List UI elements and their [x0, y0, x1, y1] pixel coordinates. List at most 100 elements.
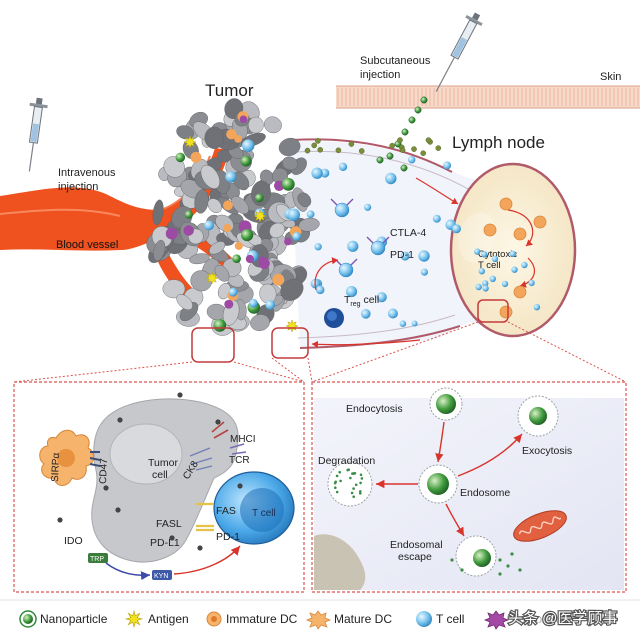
- tcr-label: TCR: [229, 455, 250, 466]
- dendritic-cell-dot: [533, 215, 547, 229]
- particle-dot: [115, 507, 121, 513]
- pdl1-label: PD-L1: [150, 537, 180, 549]
- treg-cell-icon: [324, 308, 344, 328]
- treg-label-sub: reg: [350, 301, 360, 308]
- tumor-infiltrate: [228, 287, 238, 297]
- fas-pd1-connectors: [196, 502, 214, 532]
- nanoparticle-dot: [311, 142, 318, 149]
- legend: Nanoparticle Antigen Immature DC Mature …: [0, 599, 640, 630]
- t-cell-dot: [315, 285, 325, 295]
- nanoparticle-dot: [425, 137, 432, 143]
- lymph-arrow-1: [507, 209, 534, 247]
- tumor-infiltrate: [224, 299, 234, 309]
- degraded-fragment: [353, 471, 357, 475]
- pd1-label-panel: PD-1: [216, 531, 240, 543]
- nanoparticle-dot: [358, 148, 365, 154]
- lymph-t-cell-dot: [509, 250, 517, 258]
- legend-tcell-label: T cell: [436, 612, 464, 626]
- dendritic-cell-icon: [39, 429, 95, 486]
- antigen-star: [205, 271, 219, 285]
- nanoparticle-dot: [317, 146, 324, 153]
- degraded-fragment: [335, 474, 339, 478]
- particle-dot: [117, 417, 123, 423]
- degraded-fragment: [339, 479, 342, 483]
- tumor-infiltrate: [165, 227, 178, 240]
- tumor-infiltrate: [292, 232, 302, 241]
- degraded-fragment: [350, 491, 354, 495]
- tumor-infiltrate: [281, 177, 295, 191]
- lymph-t-cell-dot: [533, 304, 541, 311]
- t-cell-dot: [452, 224, 461, 234]
- t-cell-dot: [420, 268, 428, 276]
- tumor-infiltrate: [272, 273, 285, 286]
- right-detail-panel: [311, 381, 627, 593]
- nanoparticle-dot: [389, 142, 396, 149]
- t-cell-label-panel: T cell: [252, 508, 276, 519]
- t-cell-dot: [306, 210, 315, 219]
- watermark-text: 头条 @医学顾事: [508, 610, 617, 627]
- tumor-infiltrate: [258, 257, 270, 269]
- lymph-zoom-box: [477, 299, 509, 323]
- tumor-cell: [162, 279, 186, 299]
- degraded-fragment: [347, 468, 351, 472]
- nanoparticle-dot: [304, 147, 311, 154]
- subcutaneous-syringe-icon: [435, 12, 483, 92]
- checkpoint-antibody: [330, 198, 354, 206]
- tumor-title: Tumor: [205, 81, 254, 100]
- degradation-vesicle-icon: [327, 461, 373, 507]
- fasl-label: FASL: [156, 518, 182, 530]
- t-cell-dot: [411, 320, 418, 327]
- legend-immature-dc-icon: [206, 611, 222, 627]
- kyn-badge: [152, 570, 172, 580]
- intravenous-label-2: injection: [58, 181, 98, 193]
- tumor-zoom-box: [191, 327, 235, 363]
- subcutaneous-label-2: injection: [360, 69, 400, 81]
- tumor-cell: [190, 270, 212, 292]
- nanoparticle: [400, 164, 408, 172]
- tumor-infiltrate: [232, 254, 241, 263]
- legend-star-shape: [124, 609, 144, 629]
- tumor-infiltrate: [225, 171, 237, 183]
- trp-label: TRP: [90, 556, 104, 563]
- left-detail-panel: [13, 381, 305, 593]
- tumor-cell: [278, 137, 301, 157]
- degraded-fragment: [349, 476, 352, 480]
- pd1-label-top: PD-1: [390, 249, 414, 261]
- lymph-t-cell-dot: [474, 248, 481, 255]
- tumor-infiltrate: [223, 200, 233, 211]
- checkpoint-t-cell: [370, 240, 386, 256]
- nanoparticle-dot: [348, 141, 355, 147]
- escaped-fragment: [498, 558, 502, 562]
- tumor-cell: [264, 116, 282, 134]
- tumor-infiltrate: [223, 223, 232, 233]
- exocytosis-vesicle-icon: [517, 395, 559, 437]
- particle-dot: [57, 517, 63, 523]
- nanoparticle: [401, 128, 409, 136]
- dendritic-cell-dot: [513, 227, 527, 241]
- dendritic-cell-dot: [513, 285, 527, 299]
- escape-vesicle-icon: [450, 535, 522, 577]
- tumor-cell: [176, 294, 193, 311]
- tumor-infiltrate: [226, 129, 237, 140]
- nanoparticle-dot: [399, 147, 406, 153]
- tumor-infiltrate: [204, 220, 214, 231]
- trp-badge: [88, 553, 108, 563]
- t-cell-dot: [376, 292, 387, 303]
- degradation-label: Degradation: [318, 455, 375, 467]
- lymph-arrow-2: [519, 257, 536, 288]
- tumor-cell: [200, 164, 220, 189]
- lymph-t-cell-dot: [511, 266, 518, 273]
- legend-mature-dc-icon: [305, 610, 332, 630]
- cd47-label: CD47: [98, 458, 110, 484]
- tumor-infiltrate: [239, 115, 248, 124]
- escaped-fragment: [498, 572, 502, 576]
- dendritic-cell-dot: [499, 305, 513, 319]
- exocytosis-arrow: [457, 433, 523, 477]
- escape-arrow: [445, 503, 465, 537]
- nanoparticle-dot: [335, 147, 342, 154]
- ctla4-label: CTLA-4: [390, 227, 426, 239]
- tumor-cell: [250, 314, 270, 331]
- t-cell-dot: [399, 320, 407, 328]
- tumor-infiltrate: [242, 139, 255, 152]
- lymph-outflow-arrow: [311, 339, 421, 348]
